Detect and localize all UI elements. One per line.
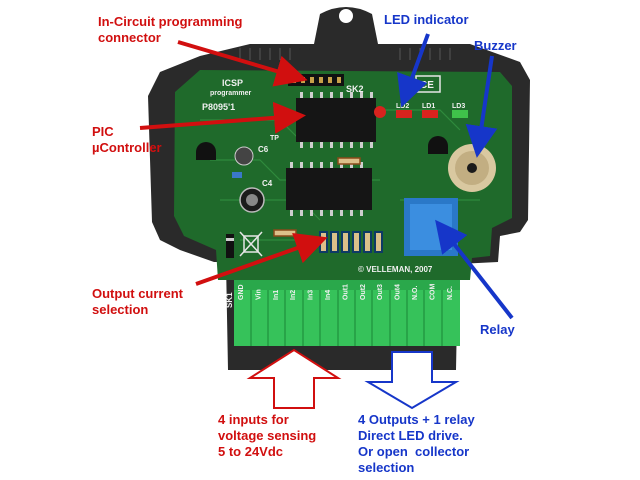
relay-arrow [435, 219, 514, 320]
terminal-labels: GND Vin In1 In2 In3 In4 Out1 Out2 Out3 Out4 N.O. CO… [238, 284, 454, 301]
resistor-mid [337, 157, 361, 165]
outputs-down-arrow [364, 351, 460, 410]
relay-annotation: Relay [480, 322, 515, 337]
buzzer-arrow [465, 55, 498, 158]
hanging-tab [314, 7, 378, 44]
resistor-bank [319, 231, 383, 253]
led-1 [422, 110, 438, 118]
terminal-block [234, 280, 460, 346]
tp-label: TP [270, 135, 279, 142]
icsp-subtitle: programmer [210, 90, 252, 97]
led-arrow [397, 33, 430, 108]
c6-label: C6 [258, 145, 269, 154]
pic-annotation: PIC µController [92, 124, 162, 155]
transistor-1 [196, 142, 216, 160]
ce-mark: CE [420, 80, 434, 91]
weee-symbol [239, 231, 263, 257]
led3-label: LD3 [452, 103, 465, 110]
inputs-annotation: 4 inputs for voltage sensing 5 to 24Vdc [218, 412, 317, 459]
brand-label: © VELLEMAN, 2007 [358, 265, 433, 274]
led2-label: LD2 [396, 103, 409, 110]
led-2 [396, 110, 412, 118]
led-3 [452, 110, 468, 118]
output-current-annotation: Output current selection [92, 286, 183, 317]
outputs-annotation: 4 Outputs + 1 relay Direct LED drive. Or… [358, 412, 475, 475]
model-label: P8095'1 [202, 102, 235, 112]
terminal-label: Out4 [395, 284, 402, 300]
icsp-arrow [177, 40, 308, 87]
transistor-2 [428, 136, 448, 154]
terminal-label: Out2 [360, 284, 367, 300]
capacitor-c6 [234, 146, 254, 166]
terminal-label: Out1 [342, 284, 349, 300]
terminal-label: Out3 [377, 284, 384, 300]
icsp-title: ICSP [222, 78, 243, 88]
terminal-label: In1 [273, 290, 280, 300]
terminal-label: In3 [308, 290, 315, 300]
terminal-label: In2 [290, 290, 297, 300]
driver-chip [286, 162, 372, 216]
buzzer-annotation: Buzzer [474, 38, 517, 53]
inputs-up-arrow [246, 348, 342, 409]
hanging-hole [339, 9, 353, 23]
buzzer [448, 144, 496, 192]
terminal-label: N.C. [447, 286, 454, 300]
terminal-label: N.O. [412, 286, 419, 300]
terminal-label: In4 [325, 290, 332, 300]
icsp-annotation: In-Circuit programming connector [98, 14, 243, 45]
led-annotation: LED indicator [384, 12, 469, 27]
terminal-label: COM [429, 284, 436, 301]
terminal-label: GND [238, 284, 245, 300]
capacitor-small [232, 172, 242, 178]
diode [226, 234, 234, 258]
sk2-label: SK2 [346, 84, 364, 94]
output-current-arrow [195, 232, 328, 286]
c4-label: C4 [262, 179, 273, 188]
led-small [374, 106, 386, 118]
sk1-label: SK1 [225, 292, 234, 308]
terminal-label: Vin [255, 289, 262, 300]
resistor-left [273, 229, 297, 237]
led1-label: LD1 [422, 103, 435, 110]
pic-chip [296, 92, 376, 148]
relay [404, 198, 458, 256]
pic-arrow [139, 101, 306, 134]
